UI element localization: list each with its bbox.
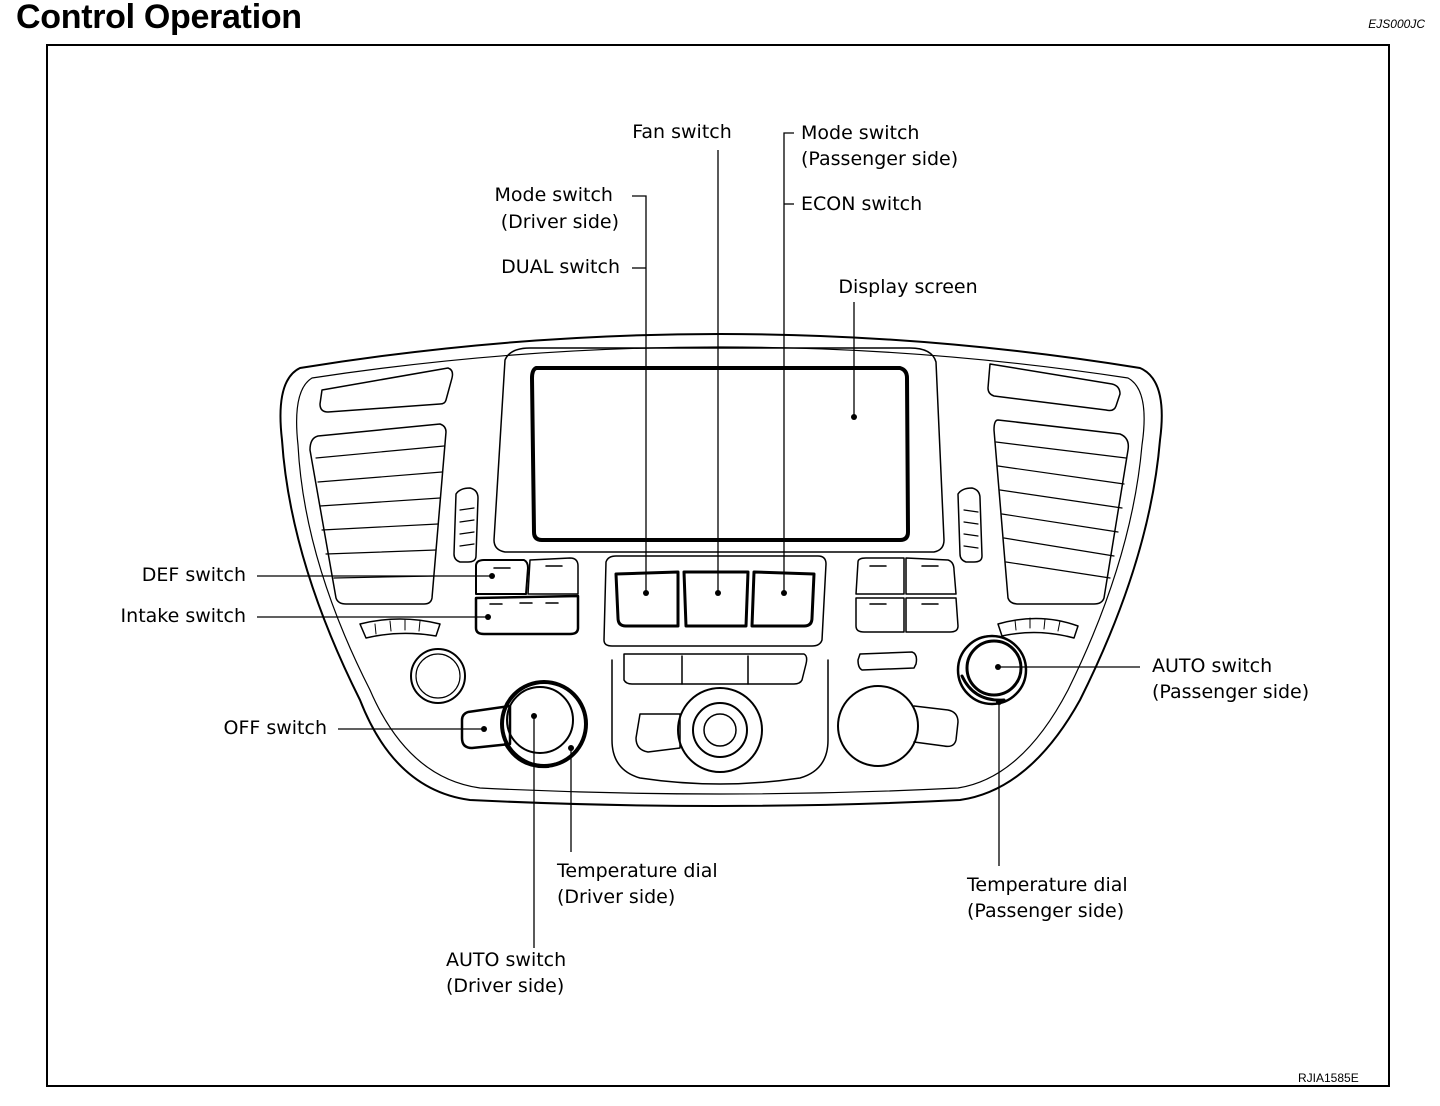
econ-switch-button (750, 570, 816, 628)
center-lower-switch-strip (623, 653, 808, 685)
leader-dots (481, 414, 1002, 751)
right-air-mix-dial (997, 617, 1079, 639)
temperature-dial-passenger (956, 634, 1028, 706)
auto-switch-passenger (965, 639, 1023, 697)
right-main-vent (993, 419, 1130, 605)
left-side-thumbwheel (453, 487, 479, 563)
right-lower-left-button (855, 597, 905, 633)
leader-lines (257, 132, 1140, 948)
right-lower-right-button (905, 597, 959, 633)
control-panel-drawing (279, 333, 1163, 807)
fan-switch-button (682, 570, 750, 628)
label-auto-switch-driver: AUTO switch (Driver side) (446, 949, 572, 997)
rear-def-switch-button (527, 557, 579, 595)
label-def-switch: DEF switch (142, 564, 246, 586)
right-side-thumbwheel (957, 487, 983, 563)
off-switch-button (460, 704, 512, 750)
label-temperature-dial-passenger: Temperature dial (Passenger side) (966, 874, 1134, 922)
right-rotary-knob (837, 685, 919, 767)
label-auto-switch-passenger: AUTO switch (Passenger side) (1152, 655, 1309, 703)
section-code: EJS000JC (1368, 17, 1425, 31)
intake-switch-button (474, 594, 580, 636)
center-console-surround (611, 659, 829, 785)
label-off-switch: OFF switch (223, 717, 327, 739)
def-switch-button (475, 559, 529, 595)
label-dual-switch: DUAL switch (501, 256, 620, 278)
display-housing (493, 347, 945, 553)
label-mode-switch-driver: Mode switch (Driver side) (494, 184, 619, 233)
callout-labels: Fan switch Mode switch (Passenger side) … (121, 121, 1310, 997)
center-knob-bezel (635, 713, 681, 753)
label-econ-switch: ECON switch (801, 193, 922, 215)
display-screen (530, 366, 910, 542)
left-air-mix-dial (359, 618, 441, 639)
right-upper-right-button (905, 557, 957, 595)
label-fan-switch: Fan switch (632, 121, 732, 143)
label-intake-switch: Intake switch (121, 605, 246, 627)
figure-code: RJIA1585E (1298, 1071, 1359, 1085)
center-switch-frame (603, 555, 827, 647)
label-display-screen: Display screen (838, 276, 977, 298)
label-mode-switch-passenger: Mode switch (Passenger side) (801, 122, 958, 170)
right-upper-left-button (855, 557, 905, 595)
right-upper-vent (987, 363, 1121, 412)
left-knob (410, 648, 466, 704)
page-title: Control Operation (16, 0, 302, 36)
auto-switch-driver (506, 686, 574, 754)
panel-outer-bezel (279, 333, 1163, 807)
center-knob (677, 687, 763, 773)
left-main-vent (309, 423, 447, 605)
label-temperature-dial-driver: Temperature dial (Driver side) (556, 860, 724, 908)
left-upper-vent (319, 367, 454, 413)
figure-frame (46, 44, 1390, 1087)
mode-switch-driver-button (614, 570, 680, 628)
right-small-button (857, 651, 918, 671)
